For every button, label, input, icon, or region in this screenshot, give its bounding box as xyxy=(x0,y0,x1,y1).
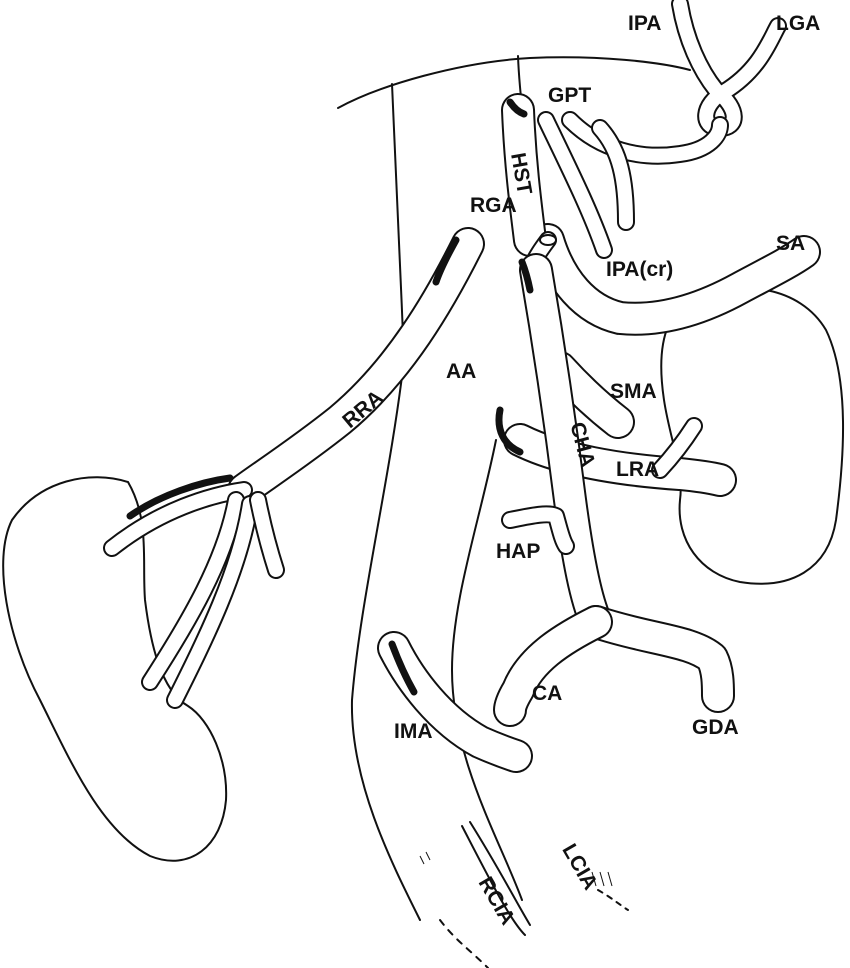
inferior-mesenteric-artery xyxy=(377,631,533,773)
right-dashed xyxy=(597,889,629,911)
label-ima: IMA xyxy=(394,720,433,743)
hepatosplenic-trunk xyxy=(501,93,547,257)
ca-gda-fork xyxy=(493,605,735,727)
label-sa: SA xyxy=(776,232,805,255)
label-gpt: GPT xyxy=(548,84,591,107)
label-ca: CA xyxy=(532,682,562,705)
aorta-lower-right-wall xyxy=(451,439,523,901)
label-rga: RGA xyxy=(470,194,517,217)
label-ipa-cr: IPA(cr) xyxy=(606,258,673,281)
hatch-marks xyxy=(419,851,613,887)
label-lga: LGA xyxy=(776,12,820,35)
label-hap: HAP xyxy=(496,540,540,563)
common-hepatic-artery xyxy=(518,253,613,639)
gastric-posterior-trunk xyxy=(537,111,635,259)
lcia-wall-2 xyxy=(469,821,531,926)
label-rcia: RCIA xyxy=(474,873,520,929)
label-ipa: IPA xyxy=(628,12,661,35)
label-gda: GDA xyxy=(692,716,739,739)
label-aa: AA xyxy=(446,360,476,383)
left-kidney-outline xyxy=(660,287,845,585)
aorta-left-wall xyxy=(350,83,421,921)
label-sma: SMA xyxy=(610,380,657,403)
label-lcia: LCIA xyxy=(557,840,601,894)
hepatic-artery-proper xyxy=(501,505,575,555)
label-lra: LRA xyxy=(616,458,659,481)
left-gastric-artery xyxy=(561,0,787,165)
right-renal-artery xyxy=(103,227,485,709)
splenic-artery xyxy=(531,223,821,336)
right-kidney-outline xyxy=(2,476,228,862)
diaphragm-outline xyxy=(337,56,691,109)
rcia-dashed xyxy=(439,919,489,968)
lcia-wall xyxy=(461,825,526,936)
